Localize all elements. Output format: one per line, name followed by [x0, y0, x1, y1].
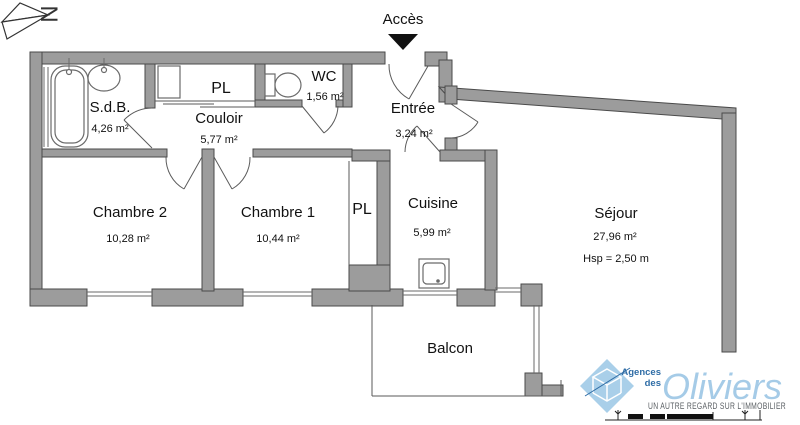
windows	[43, 67, 521, 297]
wall-wc-left	[254, 63, 266, 105]
wall-segment	[311, 288, 404, 307]
wall-chambre-divider	[201, 148, 215, 292]
room-area-chambre1: 10,44 m²	[256, 233, 300, 245]
logo-brand-top: Agences	[621, 367, 661, 378]
wall-segment	[456, 288, 496, 307]
wall-wc-bottom	[254, 99, 303, 108]
room-label-cuisine: Cuisine	[408, 195, 458, 212]
room-area-chambre2: 10,28 m²	[106, 233, 150, 245]
room-area-wc: 1,56 m²	[306, 91, 344, 103]
wall-segment	[29, 51, 43, 307]
chambre2-door	[165, 156, 203, 190]
bathtub-icon	[50, 58, 89, 148]
chambre1-door	[213, 156, 251, 190]
room-label-sejour: Séjour	[594, 205, 637, 222]
north-arrow-lower	[1, 14, 49, 40]
balcony-outline	[371, 305, 562, 397]
room-area-sdb: 4,26 m²	[91, 123, 129, 135]
sink-icon	[87, 58, 121, 92]
access-marker: Accès	[383, 11, 424, 50]
wc-door	[301, 105, 339, 134]
room-label-wc: WC	[312, 68, 337, 85]
room-area-couloir: 5,77 m²	[200, 134, 238, 146]
logo-brand-name: Oliviers	[662, 366, 782, 407]
scale-bar	[605, 410, 762, 421]
wall-cuisine-sejour	[484, 149, 498, 291]
wall-balcony-block	[541, 384, 564, 397]
wall-pl-cuisine	[376, 149, 391, 268]
room-label-pl-couloir: PL	[211, 80, 231, 97]
room-label-entree: Entrée	[391, 100, 435, 117]
agency-logo: Agences des Oliviers UN AUTRE REGARD SUR…	[580, 359, 786, 421]
room-label-sdb: S.d.B.	[90, 99, 131, 116]
access-label: Accès	[383, 11, 424, 28]
toilet-icon	[264, 72, 302, 98]
sejour-door	[450, 103, 479, 139]
north-label: N	[35, 5, 62, 22]
wall-diagonal	[437, 86, 737, 121]
room-area-cuisine: 5,99 m²	[413, 227, 451, 239]
room-label-pl-chambre: PL	[352, 201, 372, 218]
cuisine-door	[404, 125, 441, 153]
wall-segment	[721, 112, 737, 353]
fixtures	[50, 58, 450, 289]
kitchen-sink-icon	[418, 258, 450, 289]
room-labels: S.d.B. 4,26 m² PL Couloir 5,77 m² WC 1,5…	[90, 68, 649, 357]
wall-segment	[520, 283, 543, 307]
room-label-chambre2: Chambre 2	[93, 204, 167, 221]
north-arrow-icon: N	[0, 2, 62, 40]
closet-panel	[157, 65, 181, 99]
closet-lines	[155, 65, 350, 265]
wall-pl-bottom	[348, 264, 391, 292]
wall-segment	[29, 51, 386, 65]
wall-segment	[29, 288, 88, 307]
entrance-door	[388, 63, 429, 100]
wall-hall-right	[252, 148, 353, 158]
room-label-couloir: Couloir	[195, 110, 243, 127]
walls	[29, 51, 737, 397]
room-label-chambre1: Chambre 1	[241, 204, 315, 221]
room-area-sejour: 27,96 m²	[593, 231, 637, 243]
wall-hall-kitchen	[351, 149, 391, 162]
logo-diamond-icon	[580, 359, 634, 413]
wall-sdb-right	[144, 63, 156, 109]
wall-wc-right	[342, 63, 353, 108]
room-label-balcon: Balcon	[427, 340, 473, 357]
doors	[123, 63, 479, 190]
wall-balcony-block	[524, 372, 543, 397]
room-area-entree: 3,24 m²	[395, 128, 433, 140]
wall-entree-right-top	[444, 85, 458, 105]
sdb-door	[123, 107, 153, 149]
room-hsp-sejour: Hsp = 2,50 m	[583, 253, 649, 265]
logo-brand-mid: des	[645, 378, 661, 389]
logo-tagline: UN AUTRE REGARD SUR L'IMMOBILIER	[648, 401, 786, 411]
wall-hall-left	[41, 148, 168, 158]
access-arrow-icon	[388, 34, 418, 50]
wall-segment	[151, 288, 244, 307]
